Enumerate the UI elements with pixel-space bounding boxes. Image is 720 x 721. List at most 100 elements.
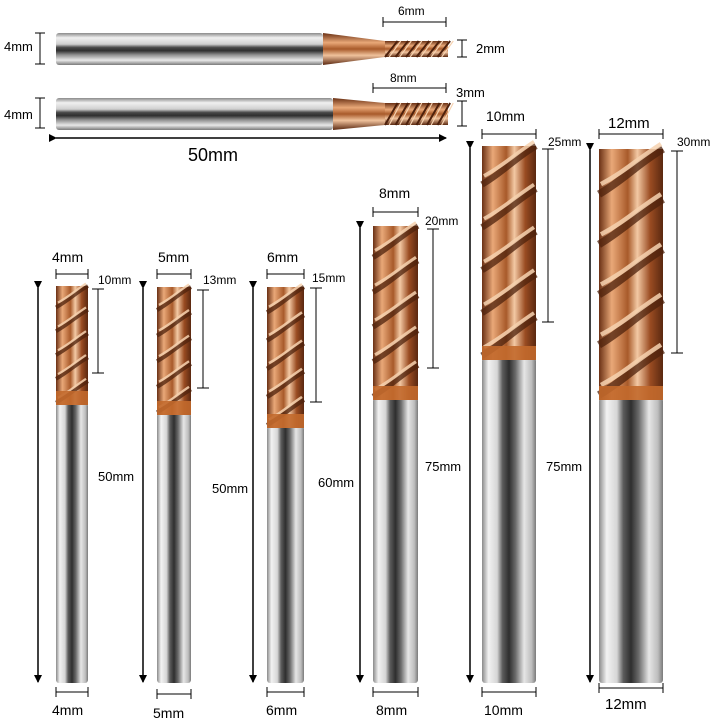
tool-12-flute-highlight xyxy=(599,192,663,237)
tool-6-flute-highlight xyxy=(268,339,303,365)
tool-8-flute-groove xyxy=(371,258,420,295)
tool-b-flute-groove xyxy=(426,102,441,126)
tool-6-flute-highlight xyxy=(268,311,303,337)
tool-5-overall-length-label: 50mm xyxy=(98,469,135,484)
tool-10-flute-length-label: 25mm xyxy=(548,135,582,149)
tool-b-flute-groove xyxy=(384,102,399,126)
tool-12-top-diameter-label: 12mm xyxy=(608,115,650,132)
tool-5-coating-band xyxy=(157,401,191,415)
tool-10-flute-highlight xyxy=(483,311,536,349)
tool-a-flute-groove xyxy=(394,40,409,58)
tool-b-shank-diameter-label: 4mm xyxy=(4,107,33,122)
tool-a-shank-diameter-label: 4mm xyxy=(4,39,33,54)
tool-10-flute-highlight xyxy=(483,225,536,264)
tool-8-shank xyxy=(373,398,418,683)
tool-5-shank xyxy=(157,413,191,683)
tool-b-flute-highlight xyxy=(420,102,433,126)
tool-5-flute-highlight xyxy=(158,309,190,332)
tool-6-flute-highlight xyxy=(268,283,303,308)
tool-8-flute-groove xyxy=(371,328,420,365)
tool-b-cutting-diameter-label: 3mm xyxy=(456,85,485,100)
tool-4-flute-highlight xyxy=(57,354,87,376)
tool-b-flute-highlight xyxy=(441,102,454,126)
tool-a-flute-highlight xyxy=(399,40,412,58)
tool-10-coating-band xyxy=(482,346,536,360)
tool-5-flute-highlight xyxy=(158,360,190,383)
tool-5-flute-groove xyxy=(155,336,193,364)
tool-12-flute-groove xyxy=(597,296,665,349)
tool-8-top-diameter-label: 8mm xyxy=(379,185,411,201)
tool-12-flute-length-label: 30mm xyxy=(677,135,711,149)
tool-4-top-diameter-label: 4mm xyxy=(52,249,84,265)
tool-12-flute-highlight xyxy=(599,292,663,337)
tool-6-flute-length-label: 15mm xyxy=(312,271,346,285)
tool-10-flute-groove xyxy=(480,271,538,316)
tool-12-flute-groove xyxy=(597,195,665,248)
tool-4-coating-band xyxy=(56,391,88,405)
tool-5-flute-length-label: 13mm xyxy=(203,273,237,287)
tool-b-shank xyxy=(56,98,333,130)
tool-5-top-diameter-label: 5mm xyxy=(158,249,190,265)
tool-5-flute-groove xyxy=(155,310,193,338)
tool-10-shank xyxy=(482,358,536,683)
tool-8-flute-highlight xyxy=(374,325,417,357)
small-overall-length-label: 50mm xyxy=(188,145,239,165)
tool-a-flute-groove xyxy=(415,40,430,58)
tool-a-flute-groove xyxy=(384,40,399,58)
tool-10-flute-groove xyxy=(480,143,538,188)
tool-b-flute-groove xyxy=(394,102,409,126)
tool-6-flute-highlight xyxy=(268,367,303,393)
tool-8-coating-band xyxy=(373,386,418,400)
tool-4-flute-groove xyxy=(55,308,89,333)
tool-5-flute-highlight xyxy=(158,283,190,306)
tool-a-flute-highlight xyxy=(441,40,454,58)
tool-12-flute-highlight xyxy=(599,142,663,187)
tool-b-neck xyxy=(333,98,385,130)
tool-a-flute-groove xyxy=(405,40,420,58)
tool-b-flute-highlight xyxy=(409,102,423,126)
tool-4-flute-highlight xyxy=(57,306,87,328)
tool-b-flute-highlight xyxy=(388,102,402,126)
tool-12-flute-highlight xyxy=(599,242,663,287)
tool-8-flute-highlight xyxy=(374,256,417,287)
tool-8-flute-groove xyxy=(371,223,420,260)
tool-5-shank-diameter-label: 5mm xyxy=(153,705,185,721)
tool-a-cutting-length-label: 6mm xyxy=(398,4,425,18)
tool-6-flute-groove xyxy=(265,341,306,371)
tool-12-shank-diameter-label: 12mm xyxy=(605,696,647,713)
tool-12-overall-length-label: 75mm xyxy=(546,459,583,474)
tool-b-flute-groove xyxy=(415,102,430,126)
tool-8-overall-length-label: 60mm xyxy=(318,475,355,490)
tool-a-cutting-diameter-label: 2mm xyxy=(476,41,505,56)
tool-8-flute-highlight xyxy=(374,290,417,322)
tool-12-flute-groove xyxy=(597,246,665,298)
tool-6-top-diameter-label: 6mm xyxy=(267,249,299,265)
tool-b-cutting-length-label: 8mm xyxy=(390,71,417,85)
tool-a-neck xyxy=(323,33,385,65)
tool-8-shank-diameter-label: 8mm xyxy=(376,702,408,718)
tool-6-flute-groove xyxy=(265,369,306,399)
tool-4-flute-length-label: 10mm xyxy=(98,273,132,287)
tool-4-flute-groove xyxy=(55,284,89,310)
tool-4-shank-diameter-label: 4mm xyxy=(52,702,84,718)
tool-a-flute-highlight xyxy=(420,40,433,58)
tool-a-shank xyxy=(56,33,323,65)
tool-4-flute-highlight xyxy=(57,282,87,304)
tool-6-overall-length-label: 50mm xyxy=(212,481,249,496)
tool-5-flute-groove xyxy=(155,362,193,389)
tool-12-flute-groove xyxy=(597,145,665,198)
tool-6-flute-groove xyxy=(265,285,306,315)
tool-10-flute-groove xyxy=(480,186,538,231)
tool-4-flute-highlight xyxy=(57,330,87,352)
tool-6-shank-diameter-label: 6mm xyxy=(266,702,298,718)
tool-8-flute-highlight xyxy=(374,221,417,252)
tool-b-flute-groove xyxy=(405,102,420,126)
tool-6-coating-band xyxy=(267,414,304,428)
tool-a-flute-groove xyxy=(426,40,441,58)
tool-4-flute-groove xyxy=(55,355,89,381)
tool-a-flute-highlight xyxy=(409,40,423,58)
tool-5-flute-groove xyxy=(155,285,193,312)
tool-10-flute-highlight xyxy=(483,140,536,178)
